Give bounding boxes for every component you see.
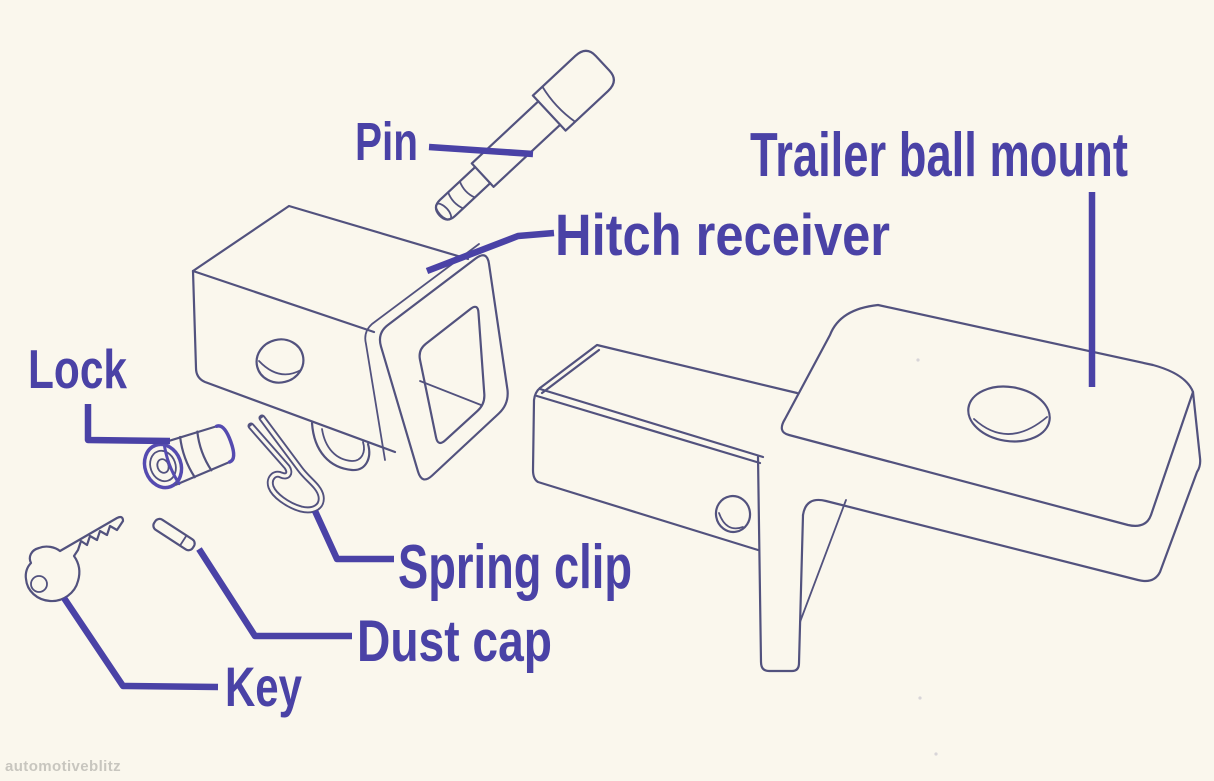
spring-clip-wire-highlight (249, 417, 323, 512)
mount-shank-front (531, 386, 765, 552)
print-speck (916, 358, 920, 362)
print-speck (934, 752, 938, 756)
pin-leader-line (428, 143, 534, 158)
lock-label: Lock (28, 338, 127, 400)
key-drawing (24, 515, 125, 603)
lock-face-collar (162, 440, 181, 486)
dust-cap-drawing (152, 517, 196, 552)
mount-gusset (799, 499, 847, 623)
receiver-flange-outer (378, 254, 509, 481)
receiver-loop-outer (310, 421, 371, 472)
hitch-receiver-label: Hitch receiver (555, 203, 890, 268)
spring-clip-drawing (247, 414, 325, 514)
lock-face-outer-ring (142, 442, 184, 490)
key-hole (30, 575, 48, 593)
receiver-flange-interior-edge (419, 380, 482, 406)
mount-leg (756, 455, 805, 673)
mount-plate-top-face (780, 303, 1195, 527)
lock-body-bands (179, 430, 213, 479)
pin-tip-face (435, 202, 453, 221)
key-outline (24, 515, 125, 603)
mount-ball-hole (967, 385, 1051, 443)
pin-label: Pin (355, 112, 418, 172)
spring-clip-label: Spring clip (398, 533, 632, 602)
mount-plate-thickness (801, 390, 1202, 583)
key-leader-line (61, 596, 219, 691)
dust-cap-edge (179, 534, 188, 547)
receiver-front-face (191, 269, 397, 454)
lock-face-mid-ring (149, 449, 177, 483)
spring-clip-leader-line (312, 509, 394, 563)
dust-cap-body (152, 517, 196, 552)
trailer-ball-mount-label: Trailer ball mount (750, 121, 1128, 190)
receiver-top-face (191, 204, 470, 334)
receiver-loop-inner (321, 428, 365, 462)
key-label: Key (225, 655, 302, 718)
print-speck (918, 696, 922, 700)
pin-shaft-mid (470, 100, 562, 188)
receiver-flange-depth (364, 243, 480, 461)
hitch-receiver-leader-line (425, 229, 555, 275)
trailer-ball-mount-drawing (531, 303, 1202, 673)
lock-leader-line (84, 404, 171, 445)
pin-head-bevel (541, 85, 577, 123)
mount-shank-top (538, 343, 799, 395)
dust-cap-label: Dust cap (357, 609, 552, 674)
dust-cap-leader-line (196, 547, 352, 640)
receiver-flange-inner (418, 305, 486, 445)
mount-shank-pin-hole-depth (718, 512, 744, 530)
lock-body (160, 425, 231, 486)
hitch-receiver-drawing (191, 204, 509, 481)
lock-end-cap (214, 424, 236, 464)
lock-drawing (142, 424, 236, 490)
pin-head (531, 49, 615, 132)
pin-tip-bands (447, 180, 476, 210)
mount-shank-pin-hole (714, 494, 752, 534)
mount-ball-hole-depth (973, 416, 1048, 435)
receiver-pin-hole (255, 338, 305, 384)
receiver-pin-hole-depth (258, 360, 302, 376)
watermark: automotiveblitz (5, 758, 122, 775)
